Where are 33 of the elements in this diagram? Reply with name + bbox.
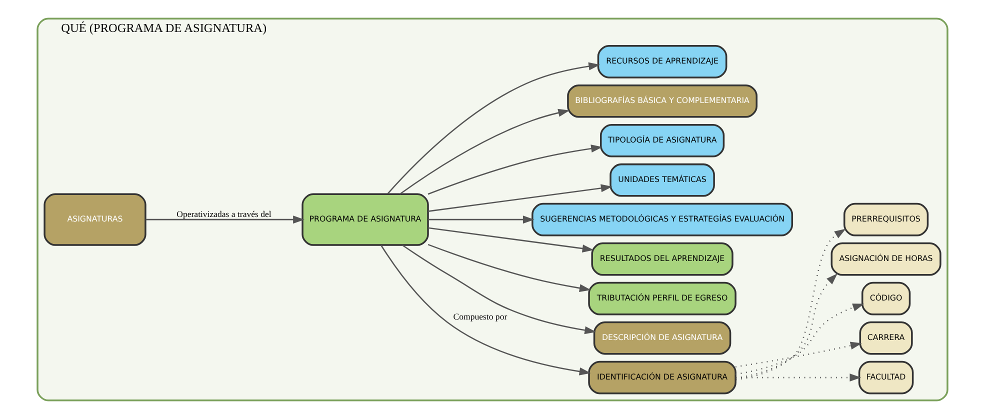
arrow xyxy=(427,184,612,212)
node-box: FACULTAD xyxy=(858,360,914,394)
arrow xyxy=(427,227,594,252)
node-box: SUGERENCIAS METODOLÓGICAS Y ESTRATEGÍAS EVALUACIÓN xyxy=(531,202,793,236)
arrow xyxy=(734,342,862,368)
node-box: DESCRIPCIÓN DE ASIGNATURA xyxy=(592,321,731,355)
arrow xyxy=(386,62,600,194)
edge-label: Compuesto por xyxy=(452,312,507,322)
arrow xyxy=(398,108,570,195)
node-box: RESULTADOS DEL APRENDIZAJE xyxy=(590,242,733,276)
node-box: PRERREQUISITOS xyxy=(842,202,928,236)
arrow xyxy=(735,228,846,380)
node-box: TIPOLOGÍA DE ASIGNATURA xyxy=(600,124,724,158)
node-box: UNIDADES TEMÁTICAS xyxy=(609,163,714,197)
node-box: CARRERA xyxy=(858,321,912,355)
arrow xyxy=(735,273,838,379)
node-box: CÓDIGO xyxy=(860,282,910,316)
arrow xyxy=(401,244,596,334)
arrow xyxy=(427,244,590,292)
arrow xyxy=(380,244,590,376)
arrow xyxy=(145,216,304,224)
node-box: IDENTIFICACIÓN DE ASIGNATURA xyxy=(588,360,736,394)
node-box: ASIGNACIÓN DE HORAS xyxy=(830,242,941,276)
node-box: ASIGNATURAS xyxy=(43,193,146,246)
node-box: BIBLIOGRAFÍAS BÁSICA Y COMPLEMENTARIA xyxy=(566,84,757,118)
node-box: RECURSOS DE APRENDIZAJE xyxy=(596,44,727,78)
node-box: PROGRAMA DE ASIGNATURA xyxy=(301,193,428,246)
arrow xyxy=(428,216,534,224)
node-box: TRIBUTACIÓN PERFIL DE EGRESO xyxy=(588,282,736,316)
arrow xyxy=(735,304,864,375)
arrow xyxy=(427,144,602,195)
edge-label: Operativizadas a través del xyxy=(176,208,271,219)
arrow xyxy=(735,374,861,382)
